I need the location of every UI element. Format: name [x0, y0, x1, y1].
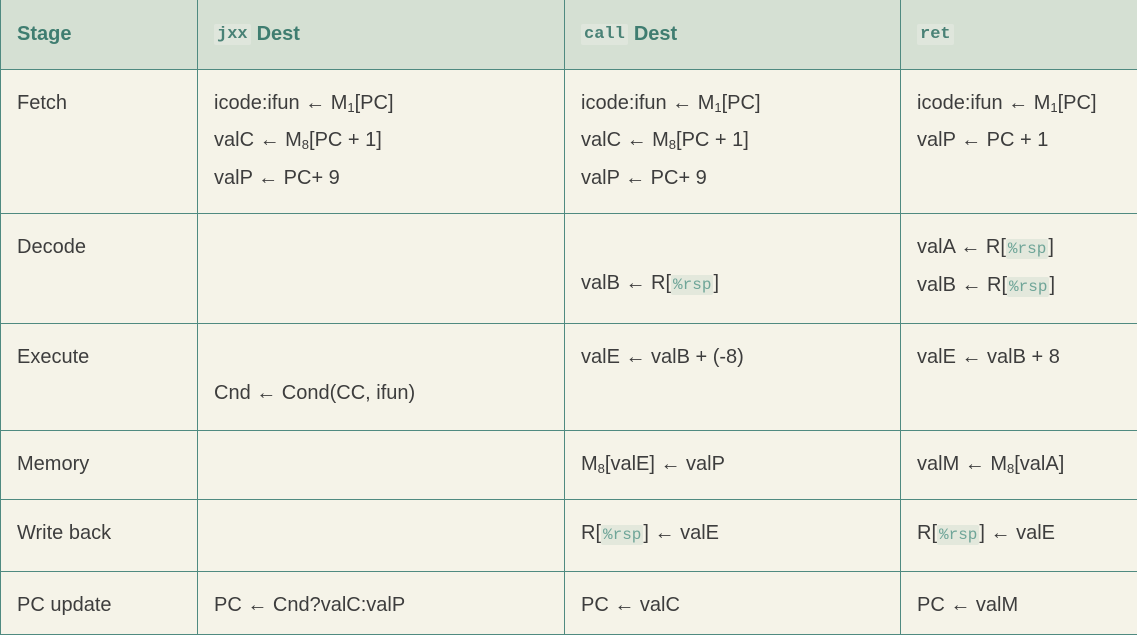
row-execute-ret: valE ← valB + 8	[901, 324, 1137, 431]
row-decode-ret: valA ← R[%rsp] valB ← R[%rsp]	[901, 214, 1137, 324]
stage-label-decode: Decode	[17, 236, 86, 258]
execute-ret-line: valE ← valB + 8	[917, 346, 1060, 368]
fetch-ret-line-1: icode:ifun ← M1[PC]	[917, 92, 1097, 115]
stage-label-execute: Execute	[17, 346, 90, 368]
row-fetch-ret: icode:ifun ← M1[PC] valP ← PC + 1	[901, 70, 1137, 214]
fetch-call-line-3: valP ← PC+ 9	[581, 167, 707, 189]
memory-call-line: M8[valE] ← valP	[581, 453, 725, 476]
pcupdate-call-line: PC ← valC	[581, 594, 680, 616]
rsp-register: %rsp	[671, 275, 714, 295]
row-fetch-call: icode:ifun ← M1[PC] valC ← M8[PC + 1] va…	[565, 70, 901, 214]
header-ret: ret	[901, 0, 1137, 70]
fetch-jxx-line-2: valC ← M8[PC + 1]	[214, 129, 382, 152]
row-writeback-ret: R[%rsp] ← valE	[901, 500, 1137, 572]
row-memory-ret: valM ← M8[valA]	[901, 431, 1137, 500]
row-pcupdate-jxx: PC ← Cnd?valC:valP	[198, 572, 565, 635]
header-call-code: call	[581, 24, 628, 45]
writeback-ret-line: R[%rsp] ← valE	[917, 522, 1055, 545]
fetch-call-line-1: icode:ifun ← M1[PC]	[581, 92, 761, 115]
row-execute-stage: Execute	[1, 324, 198, 431]
execute-call-line: valE ← valB + (-8)	[581, 346, 744, 368]
row-decode-jxx	[198, 214, 565, 324]
fetch-call-line-2: valC ← M8[PC + 1]	[581, 129, 749, 152]
rsp-register: %rsp	[1007, 277, 1050, 297]
fetch-jxx-line-1: icode:ifun ← M1[PC]	[214, 92, 394, 115]
row-memory-stage: Memory	[1, 431, 198, 500]
row-fetch-jxx: icode:ifun ← M1[PC] valC ← M8[PC + 1] va…	[198, 70, 565, 214]
row-pcupdate-ret: PC ← valM	[901, 572, 1137, 635]
row-pcupdate-call: PC ← valC	[565, 572, 901, 635]
decode-call-valb: valB ← R[%rsp]	[581, 272, 719, 295]
row-writeback-stage: Write back	[1, 500, 198, 572]
row-fetch-stage: Fetch	[1, 70, 198, 214]
rsp-register: %rsp	[937, 525, 980, 545]
row-decode-stage: Decode	[1, 214, 198, 324]
header-jxx: jxx Dest	[198, 0, 565, 70]
decode-ret-vala: valA ← R[%rsp]	[917, 236, 1054, 259]
row-pcupdate-stage: PC update	[1, 572, 198, 635]
header-call-label: Dest	[633, 23, 678, 45]
row-writeback-jxx	[198, 500, 565, 572]
rsp-register: %rsp	[601, 525, 644, 545]
row-execute-call: valE ← valB + (-8)	[565, 324, 901, 431]
row-memory-call: M8[valE] ← valP	[565, 431, 901, 500]
header-call: call Dest	[565, 0, 901, 70]
row-decode-call: valB ← R[%rsp]	[565, 214, 901, 324]
header-jxx-code: jxx	[214, 24, 251, 45]
header-stage: Stage	[1, 0, 198, 70]
row-writeback-call: R[%rsp] ← valE	[565, 500, 901, 572]
execute-jxx-line: Cnd ← Cond(CC, ifun)	[214, 382, 416, 404]
fetch-ret-line-2: valP ← PC + 1	[917, 129, 1049, 151]
fetch-jxx-line-3: valP ← PC+ 9	[214, 167, 340, 189]
writeback-call-line: R[%rsp] ← valE	[581, 522, 719, 545]
row-execute-jxx: Cnd ← Cond(CC, ifun)	[198, 324, 565, 431]
stage-label-writeback: Write back	[17, 522, 112, 544]
header-stage-label: Stage	[17, 23, 72, 45]
stage-label-pcupdate: PC update	[17, 594, 112, 616]
stage-label-memory: Memory	[17, 453, 90, 475]
pcupdate-jxx-line: PC ← Cnd?valC:valP	[214, 594, 406, 616]
header-jxx-label: Dest	[256, 23, 300, 45]
header-ret-code: ret	[917, 24, 954, 45]
decode-ret-valb: valB ← R[%rsp]	[917, 274, 1055, 297]
rsp-register: %rsp	[1005, 239, 1049, 259]
memory-ret-line: valM ← M8[valA]	[917, 453, 1065, 476]
pcupdate-ret-line: PC ← valM	[917, 594, 1019, 616]
row-memory-jxx	[198, 431, 565, 500]
stage-label-fetch: Fetch	[17, 92, 68, 114]
